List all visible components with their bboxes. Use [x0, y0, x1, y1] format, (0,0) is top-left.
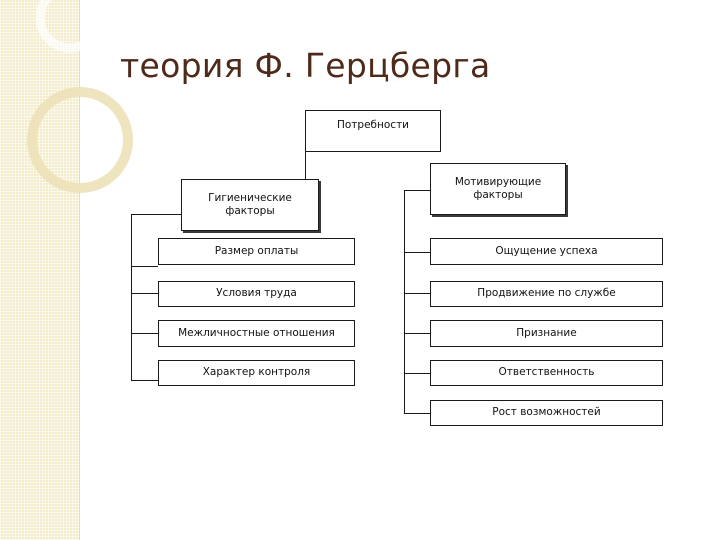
connector-motivators-1 [404, 252, 430, 253]
motivator-item-3-label: Признание [516, 327, 576, 340]
root-label: Потребности [337, 119, 409, 132]
hygiene-item-4-label: Характер контроля [203, 366, 311, 379]
connector-root-left [305, 150, 306, 180]
motivator-item-4-box: Ответственность [430, 360, 663, 386]
connector-hygiene-3 [131, 333, 158, 334]
hygiene-item-2-box: Условия труда [158, 281, 355, 307]
motivators-header-box: Мотивирующие факторы [430, 163, 566, 215]
root-box: Потребности [305, 110, 441, 152]
motivator-item-2-label: Продвижение по службе [477, 287, 615, 300]
hygiene-item-4-box: Характер контроля [158, 360, 355, 386]
connector-hygiene-vertical [131, 214, 132, 381]
decorative-circles [0, 0, 140, 200]
hygiene-item-2-label: Условия труда [216, 287, 297, 300]
connector-motivators-2 [404, 293, 430, 294]
motivators-header-label: Мотивирующие факторы [455, 176, 541, 202]
slide-title: теория Ф. Герцберга [120, 46, 491, 85]
motivator-item-5-box: Рост возможностей [430, 400, 663, 426]
motivator-item-2-box: Продвижение по службе [430, 281, 663, 307]
connector-motivators-vertical [404, 190, 405, 414]
hygiene-header-label: Гигиенические факторы [208, 192, 292, 218]
connector-hygiene-4 [131, 380, 158, 381]
hygiene-header-box: Гигиенические факторы [181, 179, 319, 231]
hygiene-item-3-label: Межличностные отношения [178, 327, 335, 340]
motivator-item-4-label: Ответственность [499, 366, 595, 379]
motivator-item-1-box: Ощущение успеха [430, 238, 663, 265]
connector-motivators-3 [404, 333, 430, 334]
connector-motivators-top [404, 190, 430, 191]
connector-motivators-5 [404, 413, 430, 414]
hygiene-item-1-label: Размер оплаты [215, 245, 299, 258]
hygiene-item-1-box: Размер оплаты [158, 238, 355, 265]
motivator-item-5-label: Рост возможностей [492, 406, 600, 419]
hygiene-item-3-box: Межличностные отношения [158, 320, 355, 347]
connector-motivators-4 [404, 373, 430, 374]
motivator-item-1-label: Ощущение успеха [495, 245, 597, 258]
motivator-item-3-box: Признание [430, 320, 663, 347]
connector-hygiene-top [131, 214, 181, 215]
connector-hygiene-2 [131, 293, 158, 294]
connector-hygiene-1 [131, 266, 158, 267]
